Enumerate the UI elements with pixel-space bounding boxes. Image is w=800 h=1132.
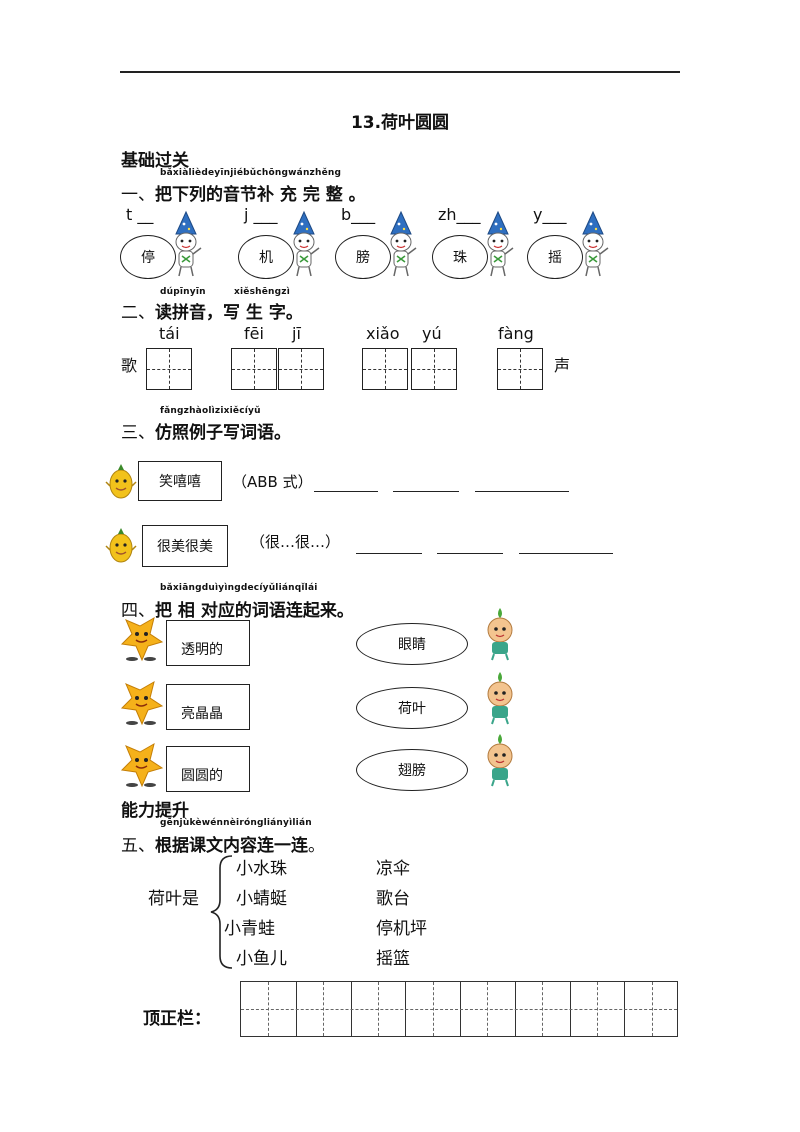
char-circle: 摇 (527, 235, 583, 279)
q3-text: 仿照例子写词语。 (155, 423, 291, 443)
q5-left-0: 小水珠 (236, 859, 287, 879)
q4-text: 把 相 对应的词语连起来。 (155, 601, 354, 621)
char-circle: 停 (120, 235, 176, 279)
page-title: 13.荷叶圆圆 (350, 113, 450, 133)
practice-grid[interactable] (240, 981, 678, 1037)
syllable-hint[interactable]: b___ (341, 205, 376, 224)
syllable-hint[interactable]: y___ (533, 205, 567, 224)
char-circle: 珠 (432, 235, 488, 279)
q5-right-1[interactable]: 歌台 (376, 889, 410, 909)
curly-brace-icon (210, 855, 233, 969)
q2-suffix: 声 (554, 356, 571, 375)
q4-number: 四、 (121, 601, 155, 621)
wizard-mascot-icon (390, 210, 417, 277)
q5-text: 根据课文内容连一连 (155, 836, 308, 856)
writing-box-ji[interactable] (278, 348, 324, 390)
pear-mascot-icon (105, 528, 137, 563)
q1-pinyin: bǎxiàlièdeyīnjiébǔchōngwánzhěng (160, 168, 342, 178)
q5-right-2[interactable]: 停机坪 (376, 919, 427, 939)
q2-heading: 二、读拼音，写 生 字。 (121, 298, 303, 323)
example-box-xixi: 笑嘻嘻 (138, 461, 222, 501)
syllable-hint[interactable]: zh___ (438, 205, 481, 224)
pinyin-yu: yú (422, 324, 442, 343)
match-right-oval[interactable]: 眼睛 (356, 623, 468, 665)
char-circle: 机 (238, 235, 294, 279)
q1-number: 一、 (121, 185, 155, 205)
q2-text: 读拼音，写 生 字。 (155, 303, 303, 323)
wizard-mascot-icon (293, 210, 320, 277)
pinyin-xiao: xiǎo (366, 324, 400, 343)
onion-kid-icon (487, 672, 513, 725)
wizard-mascot-icon (582, 210, 609, 277)
writing-box-xiao[interactable] (362, 348, 408, 390)
example-box-henmei: 很美很美 (142, 525, 228, 567)
part2-heading: 能力提升 (121, 801, 189, 821)
q5-number: 五、 (121, 836, 155, 856)
orange-mascot-icon (120, 742, 164, 788)
onion-kid-icon (487, 608, 513, 661)
q5-heading: 五、根据课文内容连一连。 (121, 831, 325, 856)
abb-answer-lines[interactable] (314, 473, 569, 492)
wizard-mascot-icon (487, 210, 514, 277)
syllable-hint[interactable]: j ___ (244, 205, 278, 224)
match-left-box[interactable]: 亮晶晶 (166, 684, 250, 730)
pinyin-tai: tái (159, 324, 180, 343)
pattern-hen: （很…很…） (250, 533, 341, 551)
match-left-box[interactable]: 圆圆的 (166, 746, 250, 792)
writing-box-fei[interactable] (231, 348, 277, 390)
pinyin-ji: jī (292, 324, 301, 343)
q1-heading: 一、把下列的音节补 充 完 整 。 (121, 180, 366, 205)
q4-pinyin: bǎxiāngduìyìngdecíyǔliánqǐlái (160, 583, 318, 593)
match-right-oval[interactable]: 翅膀 (356, 749, 468, 791)
onion-kid-icon (487, 734, 513, 787)
q2-pinyin-b: xiěshēngzì (234, 287, 291, 297)
q5-left-2: 小青蛙 (224, 919, 275, 939)
part1-heading: 基础过关 (121, 151, 189, 171)
q5-left-1: 小蜻蜓 (236, 889, 287, 909)
pear-mascot-icon (105, 464, 137, 499)
char-circle: 膀 (335, 235, 391, 279)
orange-mascot-icon (120, 616, 164, 662)
q5-right-3[interactable]: 摇篮 (376, 949, 410, 969)
q5-subject: 荷叶是 (148, 889, 199, 909)
syllable-hint[interactable]: t __ (126, 205, 154, 224)
pinyin-fei: fēi (244, 324, 264, 343)
q4-heading: 四、把 相 对应的词语连起来。 (121, 596, 354, 621)
q2-pinyin-a: dúpīnyīn (160, 287, 206, 297)
writing-box-yu[interactable] (411, 348, 457, 390)
q5-pinyin: gēnjùkèwénnèiróngliányìlián (160, 818, 312, 828)
practice-label: 顶正栏： (143, 1009, 211, 1029)
q5-left-3: 小鱼儿 (236, 949, 287, 969)
writing-box-tai[interactable] (146, 348, 192, 390)
q1-text: 把下列的音节补 充 完 整 。 (155, 185, 366, 205)
q2-number: 二、 (121, 303, 155, 323)
writing-box-fang[interactable] (497, 348, 543, 390)
wizard-mascot-icon (175, 210, 202, 277)
q3-heading: 三、仿照例子写词语。 (121, 418, 291, 443)
pattern-abb: （ABB 式） (232, 473, 313, 491)
grid-guide (241, 1009, 677, 1010)
hen-answer-lines[interactable] (356, 535, 613, 554)
q2-prefix: 歌 (121, 356, 138, 375)
orange-mascot-icon (120, 680, 164, 726)
match-right-oval[interactable]: 荷叶 (356, 687, 468, 729)
q5-period: 。 (308, 836, 325, 856)
q3-pinyin: fǎngzhàolìzixiěcíyǔ (160, 406, 261, 416)
header-rule (120, 71, 680, 73)
q5-right-0[interactable]: 凉伞 (376, 859, 410, 879)
pinyin-fang: fàng (498, 324, 534, 343)
match-left-box[interactable]: 透明的 (166, 620, 250, 666)
q3-number: 三、 (121, 423, 155, 443)
